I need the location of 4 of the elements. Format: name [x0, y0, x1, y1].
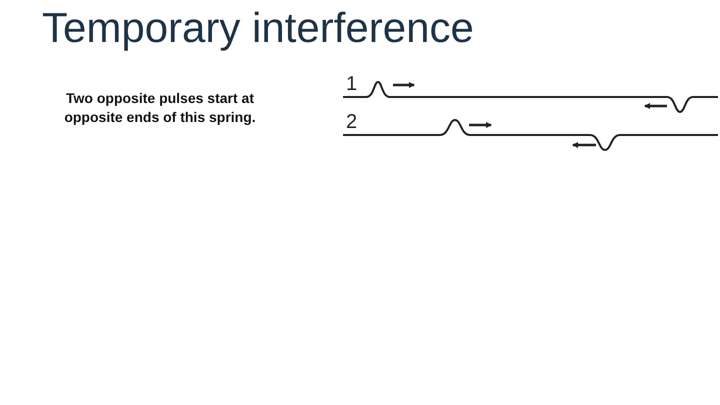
description-text: Two opposite pulses start at opposite ends of this spring.: [63, 89, 257, 127]
row-number: 1: [346, 73, 358, 96]
slide-title: Temporary interference: [42, 4, 474, 52]
row-number: 2: [346, 111, 358, 134]
